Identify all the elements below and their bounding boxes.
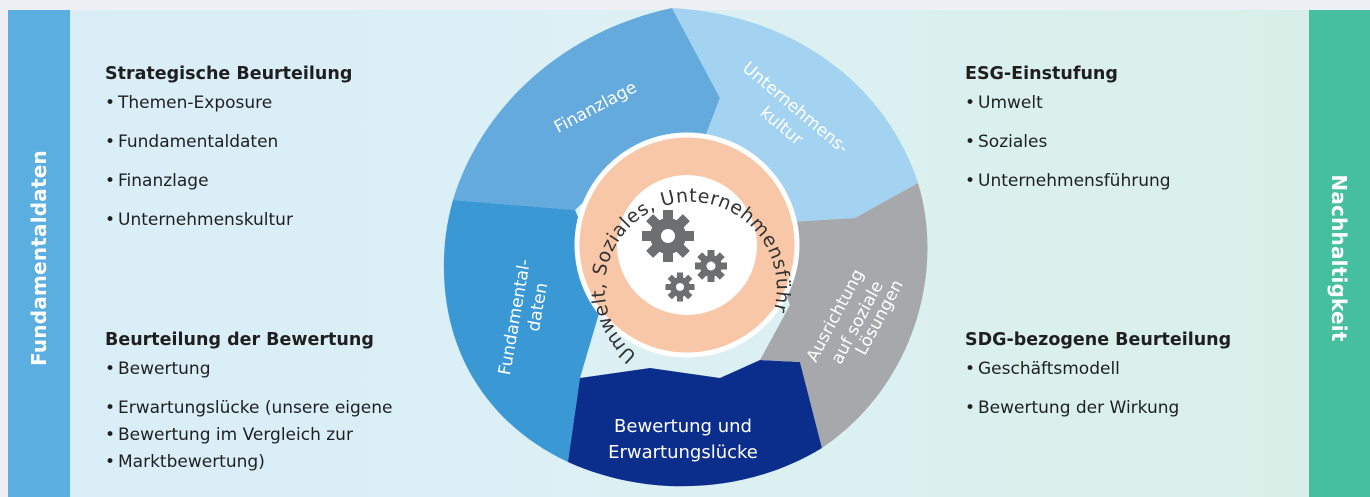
bullet-list: Bewertung Erwartungslücke (unsere eigene… <box>105 357 485 475</box>
segment-unternehmenskultur <box>672 8 918 222</box>
list-item: Geschäftsmodell <box>965 357 1231 382</box>
block-esg-einstufung: ESG-Einstufung Umwelt Soziales Unternehm… <box>965 61 1171 208</box>
list-item: Erwartungslücke (unsere eigene <box>105 396 485 421</box>
gears-icon <box>642 210 727 302</box>
list-item: Bewertung <box>105 357 485 382</box>
block-heading: Strategische Beurteilung <box>105 64 353 84</box>
bullet-list: Themen-Exposure Fundamentaldaten Finanzl… <box>105 91 352 233</box>
list-item: Finanzlage <box>105 169 352 194</box>
list-item: Unternehmenskultur <box>105 208 352 233</box>
bullet-list: Umwelt Soziales Unternehmensführung <box>965 91 1171 194</box>
segment-bewertung <box>568 360 822 487</box>
block-beurteilung-der-bewertung: Beurteilung der Bewertung Bewertung Erwa… <box>105 327 485 477</box>
list-item-continuation: Bewertung im Vergleich zur <box>105 423 485 448</box>
block-heading: SDG-bezogene Beurteilung <box>965 330 1232 350</box>
list-item: Fundamentaldaten <box>105 130 352 155</box>
continuation-text: Bewertung im Vergleich zur <box>118 425 353 445</box>
segment-label-bewertung-line1: Bewertung und <box>614 416 752 437</box>
segment-label-bewertung-line2: Erwartungslücke <box>608 442 758 463</box>
segment-finanzlage <box>453 8 720 210</box>
continuation-text: Marktbewertung) <box>118 452 265 472</box>
list-item: Umwelt <box>965 91 1171 116</box>
list-item-continuation: Marktbewertung) <box>105 450 485 475</box>
segment-ausrichtung <box>760 183 928 448</box>
block-sdg-bezogene-beurteilung: SDG-bezogene Beurteilung Geschäftsmodell… <box>965 327 1231 435</box>
block-heading: ESG-Einstufung <box>965 64 1118 84</box>
center-disk <box>617 175 757 315</box>
list-item: Themen-Exposure <box>105 91 352 116</box>
right-side-bar <box>1309 10 1370 497</box>
list-item: Soziales <box>965 130 1171 155</box>
list-item: Bewertung der Wirkung <box>965 396 1231 421</box>
left-side-bar <box>8 10 70 497</box>
block-heading: Beurteilung der Bewertung <box>105 330 374 350</box>
list-item: Unternehmensführung <box>965 169 1171 194</box>
bullet-list: Geschäftsmodell Bewertung der Wirkung <box>965 357 1231 421</box>
block-strategische-beurteilung: Strategische Beurteilung Themen-Exposure… <box>105 61 352 247</box>
segment-fundamentaldaten <box>443 200 600 462</box>
